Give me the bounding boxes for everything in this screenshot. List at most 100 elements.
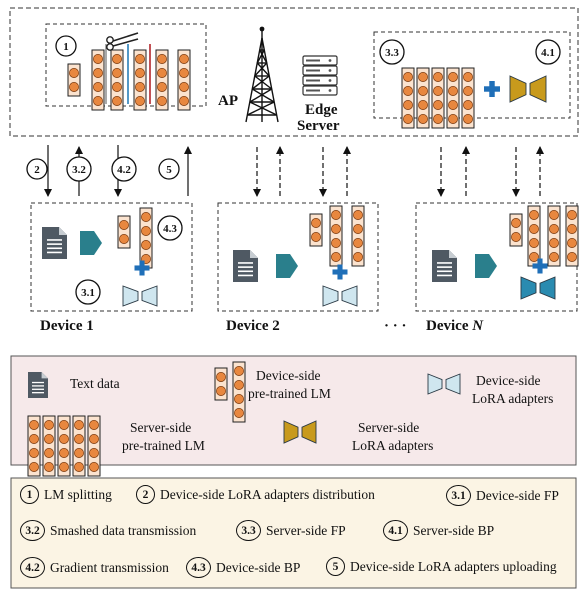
svg-text:4.3: 4.3 [163,223,177,235]
legend-components-box [10,355,577,466]
ap-tower-icon [245,26,279,123]
lm-layer [67,63,81,97]
legend-device-lora-1: Device-side [476,373,541,388]
lm-layer [527,205,541,267]
lm-layer [309,213,323,247]
device-lora-adapter [322,285,358,307]
legend-server-lora-1: Server-side [358,420,420,435]
edge-server-label-1: Edge [305,102,338,118]
step-2: 2 Device-side LoRA adapters distribution [136,485,375,504]
step-3-3: 3.3 Server-side FP [236,520,346,541]
lm-layer [461,67,475,129]
legend-device-lm-2: pre-trained LM [248,386,331,401]
lm-layer [139,207,153,269]
lm-layer [110,49,124,111]
step-number: 4.2 [20,557,45,578]
lm-layer [509,213,523,247]
step-number: 2 [136,485,155,504]
legend-steps-box [10,477,577,589]
step-text: Device-side LoRA adapters uploading [350,558,557,574]
device-1-label: Device 1 [40,318,94,334]
split-lm-layers [67,44,191,111]
step-text: Gradient transmission [50,559,169,575]
lm-splitting-box [45,23,207,107]
lm-layer [155,49,169,111]
step-1: 1 LM splitting [20,485,112,504]
step-number: 4.1 [383,520,408,541]
scissors-icon [106,32,139,51]
document-icon [42,227,67,259]
legend-server-lm-1: Server-side [130,420,192,435]
lm-layer [214,367,228,401]
server-region [9,7,579,137]
step-badge: 3.2 [66,156,92,182]
lm-layer [87,415,101,477]
lm-layer [91,49,105,111]
legend-device-lora-icon [427,373,461,395]
step-4-3: 4.3 Device-side BP [186,557,300,578]
step-4-2: 4.2 Gradient transmission [20,557,169,578]
step-badges: 1 2 3.2 4.2 5 3.3 4.1 4.3 3.1 [26,35,561,305]
lm-layer [177,49,191,111]
lm-layer [401,67,415,129]
legend-device-lm-1: Device-side [256,368,321,383]
ap-label: AP [218,93,238,109]
step-badge: 4.3 [157,215,183,241]
fp-arrow-icon [80,231,102,255]
fp-arrow-icon [475,254,497,278]
ellipsis: · · · [384,318,407,334]
step-badge: 5 [158,158,180,180]
step-number: 3.3 [236,520,261,541]
legend-server-lm-2: pre-trained LM [122,438,205,453]
lm-layer [547,205,561,267]
device-2-box [217,202,379,312]
device-n-italic: N [472,318,484,334]
device-lora-adapter [520,276,556,300]
lm-layer [57,415,71,477]
svg-text:1: 1 [63,41,69,53]
svg-text:2: 2 [34,164,40,176]
device-n-label: Device N [426,318,483,335]
step-text: Device-side LoRA adapters distribution [160,486,375,502]
svg-text:5: 5 [166,164,172,176]
svg-text:4.2: 4.2 [117,164,131,176]
device-lora-adapter [122,285,158,307]
legend-server-lora-2: LoRA adapters [352,438,434,453]
plus-icon [484,81,500,97]
plus-icon [332,264,348,280]
lm-layer [565,205,579,267]
step-number: 4.3 [186,557,211,578]
step-number: 1 [20,485,39,504]
lm-layer [232,361,246,423]
step-text: Server-side FP [266,522,346,538]
lm-layer [329,205,343,267]
lm-layer [133,49,147,111]
step-text: Smashed data transmission [50,522,197,538]
document-icon [432,250,457,282]
step-text: Server-side BP [413,522,495,538]
plus-icon [532,258,548,274]
document-icon [233,250,258,282]
server-lora-adapter [509,75,547,103]
step-badge: 4.2 [111,156,137,182]
step-text: LM splitting [44,486,112,502]
svg-text:3.3: 3.3 [385,47,399,59]
edge-server-icon [302,55,338,96]
legend-device-lora-2: LoRA adapters [472,391,554,406]
step-badge: 1 [55,35,77,57]
lm-layer [27,415,41,477]
fp-arrow-icon [276,254,298,278]
device-1-box [30,202,193,312]
edge-server-label-2: Server [297,118,340,134]
step-badge: 3.1 [75,279,101,305]
plus-icon [134,260,150,276]
lm-layer [416,67,430,129]
step-badge: 4.1 [535,39,561,65]
device-n-prefix: Device [426,318,473,334]
step-badge: 2 [26,158,48,180]
server-pretrained-lm [401,67,547,129]
svg-text:3.1: 3.1 [81,287,95,299]
step-text: Device-side BP [216,559,301,575]
